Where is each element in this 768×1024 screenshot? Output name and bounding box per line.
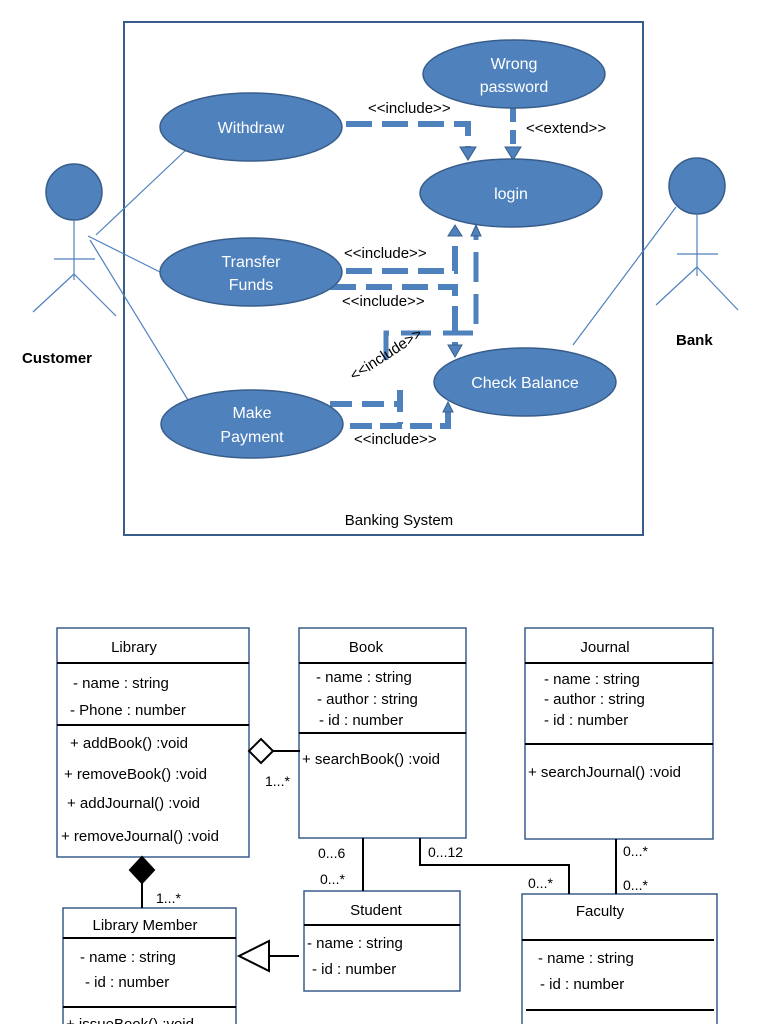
arrowhead-transfer-checkbalance: [447, 344, 463, 358]
mult-book-student-bottom: 0...*: [320, 871, 345, 887]
usecase-login[interactable]: login: [419, 158, 603, 228]
usecase-label: Withdraw: [218, 120, 285, 137]
usecase-transfer-funds[interactable]: Transfer Funds: [159, 237, 343, 307]
arrowhead-payment-login: [470, 223, 482, 237]
class-method: + addJournal() :void: [67, 795, 200, 812]
actor-head: [668, 157, 726, 215]
mult-book-faculty-top: 0...12: [428, 844, 463, 860]
mult-journal-faculty-bottom: 0...*: [623, 877, 648, 893]
assoc-book-faculty: [419, 838, 570, 894]
label-include-payment-checkbalance: <<include>>: [354, 431, 437, 448]
class-name: Journal: [580, 639, 629, 656]
class-name: Library Member: [92, 917, 197, 934]
class-attribute: - author : string: [544, 691, 645, 708]
class-attribute: - name : string: [544, 671, 640, 688]
mult-library-member: 1...*: [156, 890, 181, 906]
class-method: + removeBook() :void: [64, 766, 207, 783]
usecase-label: login: [494, 186, 528, 203]
class-attribute: - id : number: [540, 976, 624, 993]
usecase-label: Check Balance: [471, 375, 579, 392]
usecase-make-payment[interactable]: Make Payment: [160, 389, 344, 459]
assoc-customer-transfer: [87, 235, 161, 273]
usecase-check-balance[interactable]: Check Balance: [433, 347, 617, 417]
usecase-label: Payment: [220, 429, 284, 446]
class-attribute: - name : string: [73, 675, 169, 692]
class-library[interactable]: Library - name : string - Phone : number…: [56, 627, 250, 858]
class-attribute: - name : string: [538, 950, 634, 967]
include-transfer-checkbalance: [330, 284, 458, 345]
class-name: Book: [349, 639, 384, 656]
system-label: Banking System: [345, 512, 453, 529]
class-student[interactable]: Student - name : string - id : number: [303, 890, 461, 992]
aggregation-diamond-icon: [247, 737, 275, 765]
class-attribute: - Phone : number: [70, 702, 186, 719]
class-method: + searchJournal() :void: [528, 764, 681, 781]
assoc-customer-withdraw: [95, 147, 189, 236]
usecase-label: Transfer: [222, 254, 282, 271]
generalization-arrow-icon: [236, 939, 270, 973]
arrowhead-payment-checkbalance: [442, 400, 454, 413]
actor-customer-label: Customer: [22, 350, 92, 367]
class-attribute: - name : string: [80, 949, 176, 966]
class-attribute: - id : number: [312, 961, 396, 978]
class-library-member[interactable]: Library Member - name : string - id : nu…: [62, 907, 237, 1024]
include-payment-checkbalance: [350, 412, 451, 429]
class-attribute: - id : number: [319, 712, 403, 729]
include-payment-login: [383, 235, 479, 360]
class-method: + issueBook() :void: [66, 1016, 194, 1024]
mult-book-faculty-bottom: 0...*: [528, 875, 553, 891]
mult-library-book: 1...*: [265, 773, 290, 789]
usecase-label: Make: [232, 405, 271, 422]
label-include-transfer-login: <<include>>: [344, 245, 427, 262]
actor-bank[interactable]: Bank: [655, 157, 739, 349]
arrowhead-transfer-login: [447, 224, 463, 237]
include-payment-checkbalance-upper: [330, 390, 403, 424]
composition-diamond-icon: [128, 855, 156, 885]
class-attribute: - name : string: [307, 935, 403, 952]
mult-book-student-top: 0...6: [318, 845, 345, 861]
class-name: Student: [350, 902, 403, 919]
label-include-transfer-checkbalance: <<include>>: [342, 293, 425, 310]
actor-head: [45, 163, 103, 221]
usecase-label: Funds: [229, 277, 273, 294]
class-attribute: - id : number: [544, 712, 628, 729]
class-faculty[interactable]: Faculty - name : string - id : number: [521, 893, 718, 1024]
class-attribute: - name : string: [316, 669, 412, 686]
class-attribute: - id : number: [85, 974, 169, 991]
assoc-bank-checkbalance: [572, 206, 677, 346]
arrowhead-withdraw-login: [459, 146, 477, 161]
usecase-wrong-password[interactable]: Wrong password: [422, 39, 606, 109]
system-boundary: [123, 21, 644, 536]
class-method: + addBook() :void: [70, 735, 188, 752]
usecase-label: password: [480, 79, 548, 96]
include-withdraw-login: [346, 121, 471, 148]
class-method: + searchBook() :void: [302, 751, 440, 768]
arrowhead-extend-login: [504, 146, 522, 161]
usecase-withdraw[interactable]: Withdraw: [159, 92, 343, 162]
class-name: Faculty: [576, 903, 625, 920]
usecase-label: Wrong: [491, 56, 538, 73]
actor-bank-label: Bank: [676, 332, 713, 349]
actor-customer[interactable]: Customer: [22, 163, 117, 367]
assoc-customer-payment: [89, 239, 189, 401]
class-book[interactable]: Book - name : string - author : string -…: [298, 627, 467, 839]
class-journal[interactable]: Journal - name : string - author : strin…: [524, 627, 714, 840]
label-include-withdraw: <<include>>: [368, 100, 451, 117]
label-extend-wrongpw: <<extend>>: [526, 120, 606, 137]
class-name: Library: [111, 639, 157, 656]
class-method: + removeJournal() :void: [61, 828, 219, 845]
mult-journal-faculty-top: 0...*: [623, 843, 648, 859]
include-transfer-login: [346, 235, 458, 274]
class-attribute: - author : string: [317, 691, 418, 708]
